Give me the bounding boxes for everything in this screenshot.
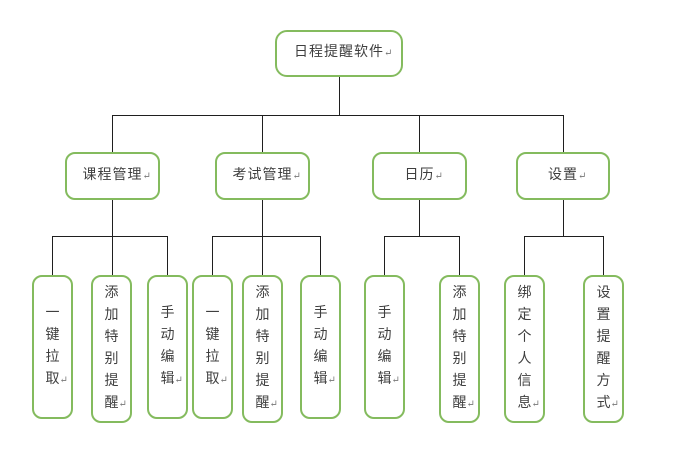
node-settings-label: 设置 — [548, 167, 578, 183]
node-calendar-add-special-reminder[interactable]: 添 加 特 别 提 醒↵ — [439, 275, 480, 423]
node-exam-one-key-pull[interactable]: 一 键 拉 取↵ — [192, 275, 233, 419]
node-exam-manual-edit[interactable]: 手 动 编 辑↵ — [300, 275, 341, 419]
node-calendar-add-special-reminder-label: 添 加 特 别 提 醒 — [452, 285, 467, 411]
node-course-add-special-reminder-label: 添 加 特 别 提 醒 — [104, 285, 119, 411]
connector-calendar-stem — [419, 200, 420, 236]
node-settings-bind-personal-info-label: 绑 定 个 人 信 息 — [517, 285, 532, 411]
node-course-management-label: 课程管理 — [82, 167, 143, 183]
connector-course-drop-1 — [52, 236, 53, 275]
connector-course-stem — [112, 200, 113, 236]
node-exam-add-special-reminder-label: 添 加 特 别 提 醒 — [255, 285, 270, 411]
node-calendar[interactable]: 日历↵ — [372, 152, 467, 200]
connector-exam-stem — [262, 200, 263, 236]
node-course-add-special-reminder[interactable]: 添 加 特 别 提 醒↵ — [91, 275, 132, 423]
node-settings[interactable]: 设置↵ — [516, 152, 610, 200]
node-settings-reminder-method[interactable]: 设 置 提 醒 方 式↵ — [583, 275, 624, 423]
node-course-manual-edit-label: 手 动 编 辑 — [160, 305, 175, 387]
node-exam-management[interactable]: 考试管理↵ — [215, 152, 310, 200]
node-exam-one-key-pull-label: 一 键 拉 取 — [205, 305, 220, 387]
connector-settings-horizontal — [524, 236, 604, 237]
node-root[interactable]: 日程提醒软件↵ — [275, 30, 403, 77]
connector-calendar-horizontal — [384, 236, 460, 237]
connector-settings-drop-2 — [603, 236, 604, 275]
node-exam-add-special-reminder[interactable]: 添 加 特 别 提 醒↵ — [242, 275, 283, 423]
node-course-one-key-pull[interactable]: 一 键 拉 取↵ — [32, 275, 73, 419]
connector-drop-calendar — [419, 115, 420, 152]
node-calendar-manual-edit-label: 手 动 编 辑 — [377, 305, 392, 387]
node-course-one-key-pull-label: 一 键 拉 取 — [45, 305, 60, 387]
connector-drop-course — [112, 115, 113, 152]
connector-root-stem — [339, 77, 340, 115]
connector-exam-horizontal — [212, 236, 321, 237]
node-course-manual-edit[interactable]: 手 动 编 辑↵ — [147, 275, 188, 419]
connector-course-drop-2 — [112, 236, 113, 275]
connector-settings-drop-1 — [524, 236, 525, 275]
connector-course-horizontal — [52, 236, 168, 237]
node-root-label: 日程提醒软件 — [294, 45, 384, 60]
connector-exam-drop-1 — [212, 236, 213, 275]
connector-drop-settings — [563, 115, 564, 152]
connector-exam-drop-3 — [320, 236, 321, 275]
connector-calendar-drop-2 — [459, 236, 460, 275]
connector-level1-horizontal — [112, 115, 564, 116]
connector-course-drop-3 — [167, 236, 168, 275]
connector-drop-exam — [262, 115, 263, 152]
connector-exam-drop-2 — [262, 236, 263, 275]
node-settings-bind-personal-info[interactable]: 绑 定 个 人 信 息↵ — [504, 275, 545, 423]
node-calendar-label: 日历 — [404, 167, 435, 183]
node-calendar-manual-edit[interactable]: 手 动 编 辑↵ — [364, 275, 405, 419]
node-course-management[interactable]: 课程管理↵ — [65, 152, 160, 200]
node-exam-management-label: 考试管理 — [232, 167, 293, 183]
connector-settings-stem — [563, 200, 564, 236]
connector-calendar-drop-1 — [384, 236, 385, 275]
node-exam-manual-edit-label: 手 动 编 辑 — [313, 305, 328, 387]
node-settings-reminder-method-label: 设 置 提 醒 方 式 — [596, 285, 611, 411]
